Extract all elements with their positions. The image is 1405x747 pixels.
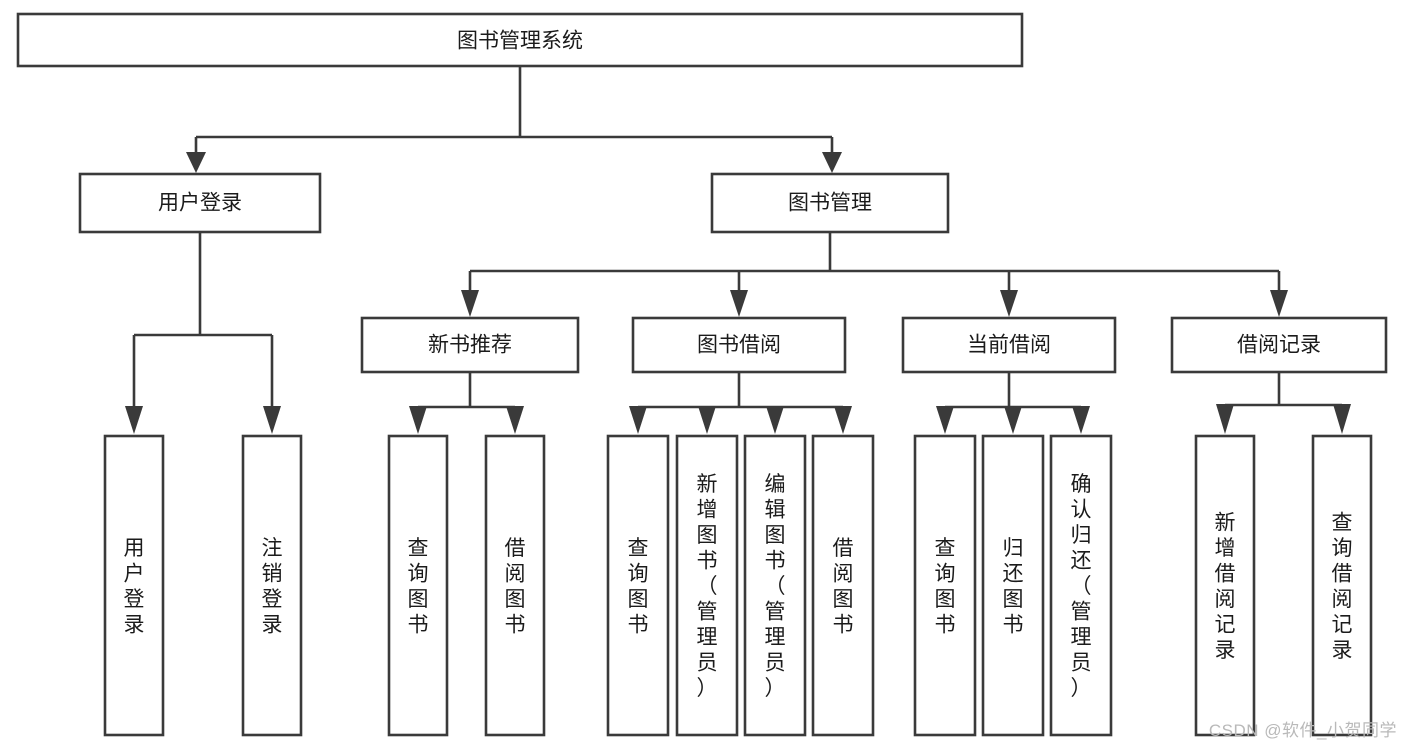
node-leaf-add-borrow-record[interactable]: 新增借阅记录 [1194,434,1256,737]
node-leaf-query-book-2[interactable]: 查询图书 [606,434,670,737]
node-leaf-user-login-box[interactable] [103,434,165,737]
node-user-login-label: 用户登录 [158,192,242,215]
node-leaf-query-borrow-record-label: 查询借阅记录 [1332,511,1353,662]
node-leaf-user-login[interactable]: 用户登录 [103,434,165,737]
node-leaf-query-book-2-label: 查询图书 [628,537,649,637]
node-leaf-add-borrow-record-label: 新增借阅记录 [1215,511,1236,662]
leaf-node-layer: 用户登录 注销登录 查询图书 借阅图书 查询图书 新增图书（管理员） 编辑图书（管理员） 借阅… [103,434,1373,737]
node-book-manage-label: 图书管理 [788,192,872,215]
node-root-label: 图书管理系统 [457,30,583,53]
arrowhead-leaf-confirm-return [1072,406,1090,434]
node-book-borrow-label: 图书借阅 [697,334,781,357]
arrowhead-leaf-user-login [125,406,143,434]
node-leaf-query-book-1-box[interactable] [387,434,449,737]
node-book-manage-box[interactable] [710,172,950,234]
node-leaf-return-book-label: 归还图书 [1003,537,1024,637]
arrowhead-leaf-add-borrow-record [1216,404,1234,434]
arrowhead-leaf-return-book [1004,406,1022,434]
node-leaf-borrow-book-1[interactable]: 借阅图书 [484,434,546,737]
node-book-manage[interactable]: 图书管理 [710,172,950,234]
node-leaf-query-book-3-label: 查询图书 [935,537,956,637]
node-new-book-recommend[interactable]: 新书推荐 [360,316,580,374]
arrowhead-leaf-query-book-1 [409,406,427,434]
node-current-borrow-label: 当前借阅 [967,334,1051,357]
node-leaf-borrow-book-2[interactable]: 借阅图书 [811,434,875,737]
arrowhead-leaf-logout [263,406,281,434]
node-book-borrow-box[interactable] [631,316,847,374]
node-leaf-edit-book-admin-box[interactable] [743,434,807,737]
node-leaf-query-book-2-box[interactable] [606,434,670,737]
arrowhead-leaf-query-book-3 [936,406,954,434]
arrowhead-new-book-rec [461,290,479,317]
node-leaf-query-book-3[interactable]: 查询图书 [913,434,977,737]
node-leaf-edit-book-admin[interactable]: 编辑图书（管理员） [743,434,807,737]
node-leaf-query-borrow-record-box[interactable] [1311,434,1373,737]
node-leaf-query-book-1[interactable]: 查询图书 [387,434,449,737]
node-root-box[interactable] [16,12,1024,68]
node-leaf-add-borrow-record-box[interactable] [1194,434,1256,737]
node-leaf-add-book-admin[interactable]: 新增图书（管理员） [675,434,739,737]
arrowhead-leaf-borrow-book-1 [506,406,524,434]
node-current-borrow-box[interactable] [901,316,1117,374]
node-leaf-logout-box[interactable] [241,434,303,737]
arrowhead-book-manage [822,152,842,173]
arrowhead-leaf-query-book-2 [629,406,647,434]
arrowhead-current-borrow [1000,290,1018,317]
node-leaf-query-borrow-record[interactable]: 查询借阅记录 [1311,434,1373,737]
node-leaf-query-book-1-label: 查询图书 [408,537,429,637]
node-leaf-confirm-return-box[interactable] [1049,434,1113,737]
arrowhead-leaf-query-borrow-record [1333,404,1351,434]
node-leaf-borrow-book-2-label: 借阅图书 [833,537,854,637]
node-user-login-box[interactable] [78,172,322,234]
node-leaf-return-book[interactable]: 归还图书 [981,434,1045,737]
arrowhead-leaf-borrow-book-2 [834,406,852,434]
node-leaf-add-book-admin-label: 新增图书（管理员） [697,473,718,700]
node-user-login[interactable]: 用户登录 [78,172,322,234]
node-leaf-edit-book-admin-label: 编辑图书（管理员） [765,473,786,700]
arrowhead-leaf-edit-book-admin [766,406,784,434]
arrowhead-user-login [186,152,206,173]
node-leaf-confirm-return-label: 确认归还（管理员） [1071,473,1092,700]
arrowhead-borrow-record [1270,290,1288,317]
node-root[interactable]: 图书管理系统 [16,12,1024,68]
node-leaf-borrow-book-1-box[interactable] [484,434,546,737]
node-borrow-record[interactable]: 借阅记录 [1170,316,1388,374]
node-borrow-record-label: 借阅记录 [1237,334,1321,357]
arrowhead-book-borrow [730,290,748,317]
arrowhead-leaf-add-book-admin [698,406,716,434]
node-leaf-logout[interactable]: 注销登录 [241,434,303,737]
node-leaf-return-book-box[interactable] [981,434,1045,737]
node-new-book-recommend-label: 新书推荐 [428,334,512,357]
node-leaf-borrow-book-2-box[interactable] [811,434,875,737]
node-leaf-borrow-book-1-label: 借阅图书 [505,537,526,637]
node-leaf-query-book-3-box[interactable] [913,434,977,737]
node-leaf-confirm-return[interactable]: 确认归还（管理员） [1049,434,1113,737]
node-new-book-recommend-box[interactable] [360,316,580,374]
node-book-borrow[interactable]: 图书借阅 [631,316,847,374]
node-borrow-record-box[interactable] [1170,316,1388,374]
connector-layer [125,66,1351,434]
node-current-borrow[interactable]: 当前借阅 [901,316,1117,374]
node-leaf-add-book-admin-box[interactable] [675,434,739,737]
node-leaf-logout-label: 注销登录 [262,537,283,637]
node-leaf-user-login-label: 用户登录 [124,537,145,637]
